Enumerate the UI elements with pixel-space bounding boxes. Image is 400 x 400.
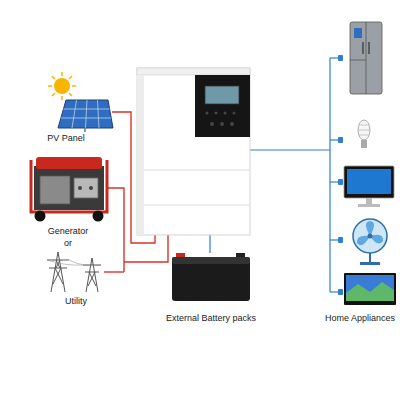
inverter-unit (137, 68, 250, 235)
ac-input-wire (124, 235, 168, 262)
node-label: Generator (46, 225, 91, 238)
bulb-icon (358, 120, 370, 148)
node-text: Home Appliances (325, 313, 395, 324)
fridge-icon (350, 22, 382, 94)
pv-panel-icon (48, 72, 113, 132)
plug-symbol (338, 237, 343, 243)
node-label: PV Panel (45, 132, 87, 145)
battery-wire (209, 235, 210, 253)
utility-wire (104, 271, 124, 272)
monitor-icon (344, 166, 394, 207)
node-text: PV Panel (47, 133, 85, 144)
plug-symbols (338, 55, 343, 295)
utility-towers-icon (47, 252, 101, 292)
sun (54, 78, 70, 94)
display-panel (195, 75, 250, 137)
output-bus (329, 58, 330, 292)
plug-symbol (338, 55, 343, 61)
tv-icon (344, 273, 396, 305)
node-text: Utility (65, 296, 87, 307)
output-wire (250, 149, 330, 150)
lcd-screen (205, 86, 239, 104)
node-label: External Battery packs (164, 312, 258, 325)
node-text: External Battery packs (166, 313, 256, 324)
node-text: Generator (48, 226, 89, 237)
node-label: Home Appliances (323, 312, 397, 325)
plug-symbol (338, 179, 343, 185)
generator-icon (31, 157, 107, 222)
battery-icon (172, 253, 250, 301)
fan-icon (353, 219, 387, 265)
solar-panel (58, 100, 113, 128)
plug-symbol (338, 137, 343, 143)
node-label: Utility (63, 295, 89, 308)
generator-wire (108, 188, 124, 272)
connector-word: or (63, 238, 73, 249)
plug-symbol (338, 289, 343, 295)
